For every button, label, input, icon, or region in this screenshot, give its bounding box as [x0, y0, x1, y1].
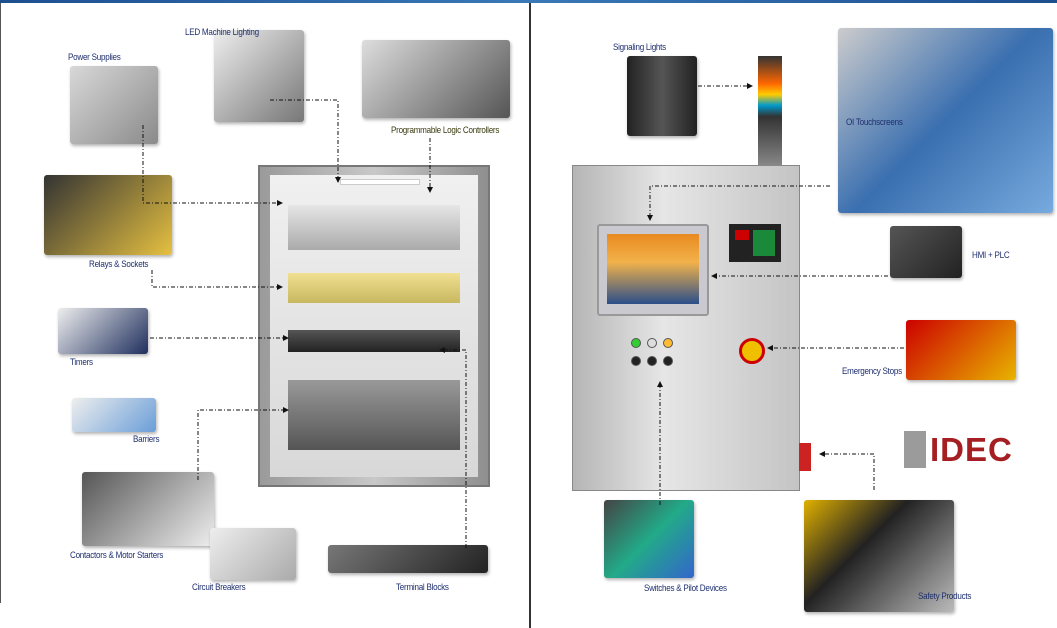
barriers-image [72, 398, 156, 432]
idec-logo: IDEC [904, 431, 1014, 468]
label-power-supplies: Power Supplies [68, 52, 121, 63]
hmi-plc-image [890, 226, 962, 278]
contactor-rail [288, 380, 460, 450]
relay-rail [288, 273, 460, 303]
start-button [631, 338, 641, 348]
plc-rail [288, 205, 460, 250]
selector-switch [631, 356, 641, 366]
cabinet-interior [270, 175, 478, 477]
label-signaling-lights: Signaling Lights [613, 42, 666, 53]
label-terminal-blocks: Terminal Blocks [396, 582, 449, 593]
selector-switch [647, 356, 657, 366]
circuit-breakers-image [210, 528, 296, 580]
reset-button [663, 338, 673, 348]
connector-terminal-blocks [439, 347, 467, 548]
connector-led-lighting [270, 99, 341, 183]
switches-pilot-image [604, 500, 694, 578]
relays-image [44, 175, 172, 255]
left-border [0, 3, 1, 603]
connector-safety-products [819, 451, 875, 490]
top-bar [0, 0, 1057, 3]
label-relays-sockets: Relays & Sockets [89, 259, 149, 270]
emergency-stop-button [739, 338, 765, 364]
signal-tower-on-cabinet [758, 56, 782, 166]
connector-relays [151, 270, 283, 290]
timers-image [58, 308, 148, 354]
label-circuit-breakers: Circuit Breakers [192, 582, 246, 593]
contactors-image [82, 472, 214, 546]
label-timers: Timers [70, 357, 93, 368]
label-barriers: Barriers [133, 434, 160, 445]
terminal-rail [288, 330, 460, 352]
panel-divider [529, 3, 531, 628]
label-oi-touchscreens: OI Touchscreens [846, 117, 903, 128]
safety-switch-on-cabinet [799, 443, 811, 471]
oi-touchscreens-image [838, 28, 1053, 213]
signaling-lights-image [627, 56, 697, 136]
connector-oi-touchscreens [647, 185, 830, 221]
control-cabinet [258, 165, 490, 487]
selector-switch [663, 356, 673, 366]
label-plc: Programmable Logic Controllers [391, 125, 500, 136]
label-safety-products: Safety Products [918, 591, 972, 602]
label-hmi-plc: HMI + PLC [972, 250, 1010, 261]
emergency-stops-image [906, 320, 1016, 380]
label-contactors: Contactors & Motor Starters [70, 550, 164, 561]
indicator-panel [729, 224, 781, 262]
operator-cabinet [572, 165, 800, 491]
hmi-screen [607, 234, 699, 304]
connector-power-supplies [142, 125, 283, 206]
plc-image [362, 40, 510, 118]
connector-contactors [197, 407, 289, 480]
terminal-blocks-image [328, 545, 488, 573]
label-emergency-stops: Emergency Stops [842, 366, 902, 377]
led-lighting-image [214, 30, 304, 122]
safety-products-image [804, 500, 954, 612]
label-led-machine-lighting: LED Machine Lighting [185, 27, 259, 38]
hmi-panel [597, 224, 709, 316]
label-switches-pilot: Switches & Pilot Devices [644, 583, 727, 594]
off-button [647, 338, 657, 348]
